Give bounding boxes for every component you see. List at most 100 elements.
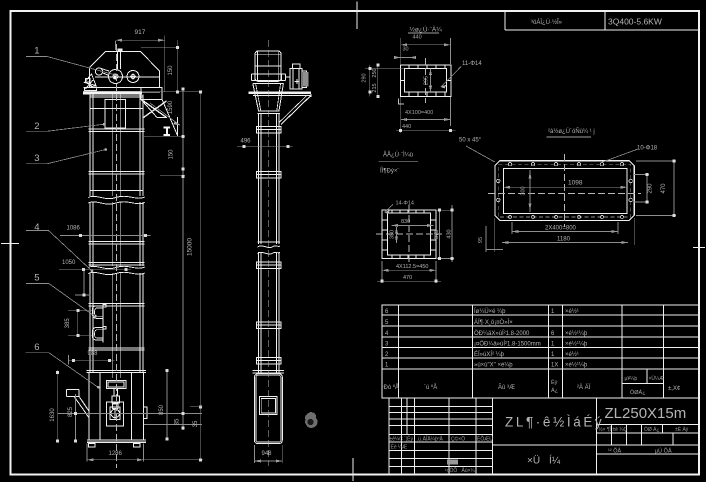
svg-text:10-Φ18: 10-Φ18 bbox=[637, 146, 658, 152]
svg-text:2X400=800: 2X400=800 bbox=[545, 226, 577, 232]
svg-text:290: 290 bbox=[362, 73, 368, 82]
svg-text:917: 917 bbox=[135, 29, 146, 36]
svg-text:350: 350 bbox=[390, 230, 396, 239]
svg-text:ÅÅ¿Ú·¨Ì¼ü: ÅÅ¿Ú·¨Ì¼ü bbox=[383, 152, 413, 159]
svg-text:±È Àý: ±È Àý bbox=[675, 426, 689, 433]
svg-text:6: 6 bbox=[385, 309, 389, 315]
svg-text:Ç©×Ö: Ç©×Ö bbox=[451, 436, 465, 443]
svg-text:290: 290 bbox=[648, 183, 654, 194]
svg-text:150: 150 bbox=[168, 65, 174, 76]
svg-text:15000: 15000 bbox=[187, 238, 194, 256]
svg-text:4: 4 bbox=[385, 331, 389, 337]
svg-text:470: 470 bbox=[403, 275, 412, 281]
svg-text:½ø¿Ú·¨À¼: ½ø¿Ú·¨À¼ bbox=[410, 25, 443, 34]
svg-text:Á¿: Á¿ bbox=[551, 387, 558, 394]
svg-text:215: 215 bbox=[372, 83, 378, 92]
svg-text:³öÁÏ¿Ú·½Î»: ³öÁÏ¿Ú·½Î» bbox=[531, 19, 563, 26]
svg-text:ÖØ Á¿: ÖØ Á¿ bbox=[644, 426, 660, 433]
svg-text:2: 2 bbox=[34, 121, 39, 132]
svg-text:850: 850 bbox=[159, 404, 165, 415]
svg-text:6: 6 bbox=[34, 342, 39, 353]
svg-text:±,X¢: ±,X¢ bbox=[668, 386, 680, 392]
svg-text:30: 30 bbox=[403, 47, 409, 53]
svg-text:440: 440 bbox=[413, 35, 422, 41]
svg-text:¸ü¸ÄÎÄ¼þºÅ: ¸ü¸ÄÎÄ¼þºÅ bbox=[417, 436, 444, 443]
svg-text:440: 440 bbox=[402, 124, 411, 130]
svg-text:4X100=400: 4X100=400 bbox=[405, 110, 433, 116]
svg-text:´ú ºÅ: ´ú ºÅ bbox=[424, 384, 437, 391]
svg-text:1X: 1X bbox=[551, 363, 558, 369]
svg-text:ZL¶·ê½ÌáÉý: ZL¶·ê½ÌáÉý bbox=[505, 414, 604, 429]
svg-text:1: 1 bbox=[551, 352, 555, 358]
svg-text:ÖØÁ¿: ÖØÁ¿ bbox=[630, 389, 646, 396]
svg-text:825: 825 bbox=[68, 406, 74, 417]
svg-text:¡¤ÖÐ¼ä»úÍ²1.8-1500mm: ¡¤ÖÐ¼ä»úÍ²1.8-1500mm bbox=[474, 340, 541, 347]
svg-text:×é½¹¼þ: ×é½¹¼þ bbox=[565, 362, 588, 369]
svg-text:²à½ø¿Ú´óÑù¼ ¹ j: ²à½ø¿Ú´óÑù¼ ¹ j bbox=[548, 128, 595, 135]
svg-text:×é½¹: ×é½¹ bbox=[565, 351, 579, 358]
svg-text:150: 150 bbox=[169, 149, 175, 160]
svg-text:4X112.5=450: 4X112.5=450 bbox=[396, 264, 428, 270]
svg-text:1180: 1180 bbox=[557, 237, 571, 243]
svg-text:1590: 1590 bbox=[168, 100, 174, 114]
svg-text:Êý: Êý bbox=[551, 378, 558, 386]
svg-text:ÉÏ»úXÍ² ¼þ: ÉÏ»úXÍ² ¼þ bbox=[474, 351, 505, 358]
svg-text:988: 988 bbox=[88, 351, 99, 357]
svg-text:35: 35 bbox=[193, 420, 199, 427]
svg-text:3: 3 bbox=[385, 341, 389, 347]
svg-text:470: 470 bbox=[661, 183, 667, 194]
svg-text:×Ü: ×Ü bbox=[527, 455, 540, 467]
svg-text:×é½¹¼þ: ×é½¹¼þ bbox=[565, 340, 588, 347]
svg-text:14-Φ14: 14-Φ14 bbox=[396, 201, 414, 207]
svg-text:295: 295 bbox=[424, 76, 430, 85]
svg-text:»ú×ù"X" ×é¼þ: »ú×ù"X" ×é¼þ bbox=[474, 363, 513, 369]
svg-text:830: 830 bbox=[401, 219, 410, 225]
svg-text:3: 3 bbox=[34, 153, 39, 164]
svg-text:×Ü¼Æ: ×Ü¼Æ bbox=[649, 375, 665, 382]
svg-text:1: 1 bbox=[385, 363, 389, 369]
svg-text:²Ä ÁÏ: ²Ä ÁÏ bbox=[577, 384, 591, 391]
svg-text:4: 4 bbox=[34, 222, 39, 233]
svg-text:385: 385 bbox=[65, 318, 71, 329]
svg-text:6: 6 bbox=[551, 331, 555, 337]
svg-text:×é½¹: ×é½¹ bbox=[565, 308, 579, 315]
svg-text:Ðò ºÅ: Ðò ºÅ bbox=[384, 384, 400, 391]
svg-text:430: 430 bbox=[447, 229, 453, 238]
svg-text:1086: 1086 bbox=[67, 226, 81, 232]
svg-text:Åú×¼: Åú×¼ bbox=[462, 467, 476, 474]
svg-text:±ê¼Ç ´¦Êý: ±ê¼Ç ´¦Êý bbox=[390, 435, 414, 443]
svg-text:35: 35 bbox=[175, 418, 181, 425]
svg-text:×é½¹¼þ: ×é½¹¼þ bbox=[565, 330, 588, 337]
svg-text:Ãû ³Æ: Ãû ³Æ bbox=[498, 384, 515, 391]
svg-text:½× ¶Î ±ê ¼Ç: ½× ¶Î ±ê ¼Ç bbox=[599, 426, 628, 433]
svg-text:95: 95 bbox=[478, 237, 484, 243]
svg-text:1: 1 bbox=[34, 46, 39, 57]
svg-text:948: 948 bbox=[262, 451, 273, 457]
svg-text:¹² ÕÅ: ¹² ÕÅ bbox=[608, 447, 621, 454]
svg-text:ÍÌ¶Ðý×¨: ÍÌ¶Ðý×¨ bbox=[380, 168, 399, 175]
svg-text:375: 375 bbox=[434, 230, 440, 239]
svg-text:5: 5 bbox=[385, 320, 389, 326]
svg-text:ÈÕÆÚ: ÈÕÆÚ bbox=[477, 436, 493, 443]
svg-text:¹¤ÒÕ: ¹¤ÒÕ bbox=[445, 467, 457, 474]
svg-text:300: 300 bbox=[521, 186, 527, 195]
svg-text:50 x 45°: 50 x 45° bbox=[459, 138, 482, 144]
svg-text:3Q400-5.6KW: 3Q400-5.6KW bbox=[608, 17, 662, 27]
svg-text:ÁÏ¶·X¸ö¡¤Ò»Ì×: ÁÏ¶·X¸ö¡¤Ò»Ì× bbox=[474, 319, 513, 326]
svg-text:11-Φ14: 11-Φ14 bbox=[462, 61, 482, 67]
svg-text:250: 250 bbox=[372, 68, 378, 77]
svg-text:1286: 1286 bbox=[109, 451, 123, 457]
svg-text:ÖÐ¼äX»úÍ²1.8-2000: ÖÐ¼äX»úÍ²1.8-2000 bbox=[474, 330, 530, 337]
svg-text:1: 1 bbox=[551, 309, 555, 315]
svg-text:1: 1 bbox=[551, 341, 555, 347]
svg-text:Íø¼Ü×é ¼þ: Íø¼Ü×é ¼þ bbox=[474, 308, 506, 315]
svg-text:µ¥¼þ: µ¥¼þ bbox=[625, 376, 638, 382]
svg-text:ZL250X15m: ZL250X15m bbox=[605, 405, 687, 422]
svg-text:Í¼: Í¼ bbox=[549, 454, 561, 467]
svg-text:Éè ¼Æ: Éè ¼Æ bbox=[391, 444, 408, 451]
svg-text:1098: 1098 bbox=[568, 180, 583, 187]
svg-text:496: 496 bbox=[241, 139, 252, 145]
svg-text:2: 2 bbox=[385, 352, 389, 358]
svg-text:1630: 1630 bbox=[50, 408, 56, 422]
svg-text:1050: 1050 bbox=[62, 260, 76, 266]
